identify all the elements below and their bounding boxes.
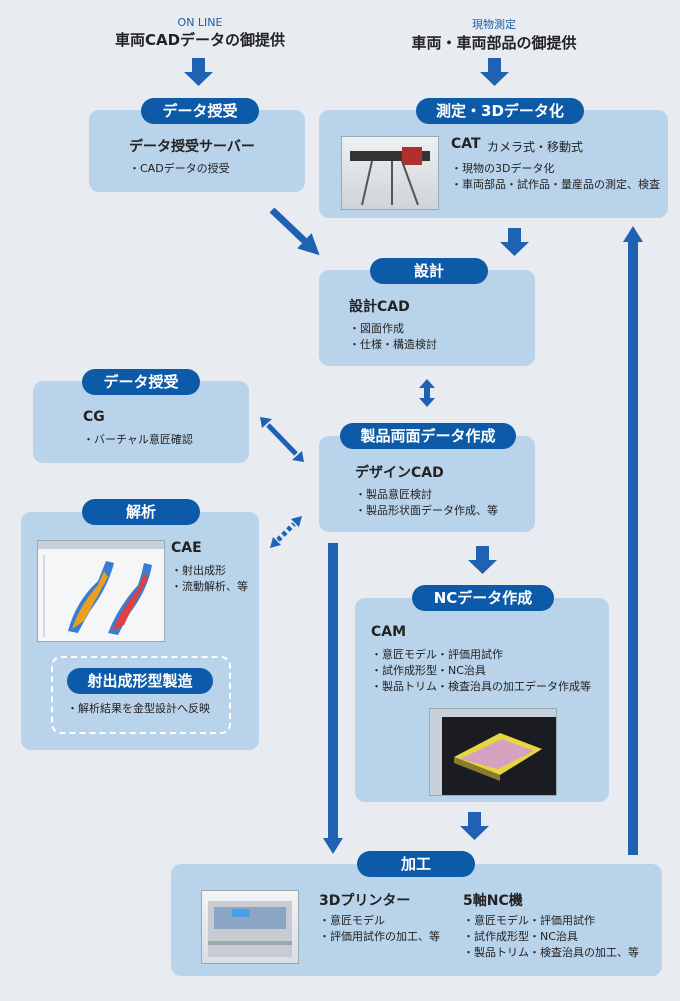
machining-panel: 3Dプリンター ・意匠モデル ・評価用試作の加工、等 5軸NC機 ・意匠モデル・… (171, 864, 662, 976)
arrow-down-left-top (184, 58, 213, 86)
top-right-heading: 現物測定 車両・車両部品の御提供 (394, 16, 594, 53)
analysis-bullet-1: ・射出成形 (171, 564, 226, 577)
design-label: 設計 (370, 258, 488, 284)
printer-bullet-2: ・評価用試作の加工、等 (319, 930, 440, 943)
cg-label: データ授受 (82, 369, 200, 395)
nc-title: CAM (371, 624, 407, 640)
printer-photo (201, 890, 299, 964)
top-right-small: 現物測定 (472, 18, 516, 31)
arrow-down-measure (500, 228, 529, 256)
cat-camera-icon (350, 147, 430, 206)
nc5-bullet-2: ・試作成形型・NC治具 (463, 930, 578, 943)
nc5-title: 5軸NC機 (463, 893, 523, 909)
arrow-product-to-machining-head (323, 838, 343, 854)
cam-model-icon (430, 709, 556, 795)
measure-label: 測定・3Dデータ化 (416, 98, 584, 124)
measure-subtitle: カメラ式・移動式 (487, 140, 584, 154)
analysis-bullet-2: ・流動解析、等 (171, 580, 248, 593)
top-left-small: ON LINE (177, 16, 223, 29)
printer-icon (208, 901, 292, 957)
arrow-data-to-design (269, 207, 320, 256)
top-left-title: 車両CADデータの御提供 (114, 31, 286, 49)
printer-title: 3Dプリンター (319, 893, 411, 909)
cg-bullet: ・バーチャル意匠確認 (83, 433, 193, 446)
top-right-title: 車両・車両部品の御提供 (411, 34, 577, 52)
nc-label: NCデータ作成 (412, 585, 554, 611)
product-title: デザインCAD (355, 465, 444, 481)
analysis-panel: CAE ・射出成形 ・流動解析、等 ・解析結果を金型設計へ反映 射出成形型製造 (21, 512, 259, 750)
arrow-analysis-product-heads (270, 516, 302, 548)
data-receive-bullet: ・CADデータの授受 (129, 162, 230, 175)
arrow-down-product (468, 546, 497, 574)
product-label: 製品両面データ作成 (340, 423, 516, 449)
design-panel: 設計CAD ・図面作成 ・仕様・構造検討 (319, 270, 535, 366)
measure-bullet-2: ・車両部品・試作品・量産品の測定、検査 (451, 178, 660, 191)
arrow-down-nc (460, 812, 489, 840)
design-bullet-1: ・図面作成 (349, 322, 404, 335)
design-bullet-2: ・仕様・構造検討 (349, 338, 437, 351)
mold-label: 射出成形型製造 (67, 668, 213, 694)
nc5-bullet-3: ・製品トリム・検査治具の加工、等 (463, 946, 639, 959)
nc-bullet-3: ・製品トリム・検査治具の加工データ作成等 (371, 680, 591, 693)
cat-camera-photo (341, 136, 439, 210)
measure-bullet-1: ・現物の3Dデータ化 (451, 162, 555, 175)
analysis-label: 解析 (82, 499, 200, 525)
machining-label: 加工 (357, 851, 475, 877)
cg-panel: CG ・バーチャル意匠確認 (33, 381, 249, 463)
measure-title: CAT (451, 136, 481, 152)
analysis-title: CAE (171, 540, 202, 556)
data-receive-title: データ授受サーバー (129, 139, 255, 155)
product-panel: デザインCAD ・製品意匠検討 ・製品形状面データ作成、等 (319, 436, 535, 532)
nc-panel: CAM ・意匠モデル・評価用試作 ・試作成形型・NC治具 ・製品トリム・検査治具… (355, 598, 609, 802)
cam-screenshot (429, 708, 557, 796)
design-title: 設計CAD (349, 299, 410, 315)
nc-bullet-1: ・意匠モデル・評価用試作 (371, 648, 503, 661)
arrow-cg-product-line (266, 423, 298, 456)
top-left-heading: ON LINE 車両CADデータの御提供 (100, 16, 300, 50)
product-bullet-1: ・製品意匠検討 (355, 488, 432, 501)
nc5-bullet-1: ・意匠モデル・評価用試作 (463, 914, 595, 927)
arrow-down-right-top (480, 58, 509, 86)
product-bullet-2: ・製品形状面データ作成、等 (355, 504, 498, 517)
measure-panel: CAT カメラ式・移動式 ・現物の3Dデータ化 ・車両部品・試作品・量産品の測定… (319, 110, 668, 218)
mold-bullet: ・解析結果を金型設計へ反映 (67, 702, 210, 715)
nc-bullet-2: ・試作成形型・NC治具 (371, 664, 486, 677)
cae-screenshot (37, 540, 165, 642)
arrow-cg-product-heads (260, 417, 304, 462)
data-receive-label: データ授受 (141, 98, 259, 124)
mold-panel: ・解析結果を金型設計へ反映 (51, 656, 231, 734)
arrow-analysis-product-line (276, 522, 296, 542)
cg-title: CG (83, 409, 105, 425)
arrow-design-product-heads (419, 379, 435, 407)
printer-bullet-1: ・意匠モデル (319, 914, 385, 927)
cae-plot-icon (38, 541, 164, 637)
arrow-machining-to-measure-head (623, 226, 643, 242)
